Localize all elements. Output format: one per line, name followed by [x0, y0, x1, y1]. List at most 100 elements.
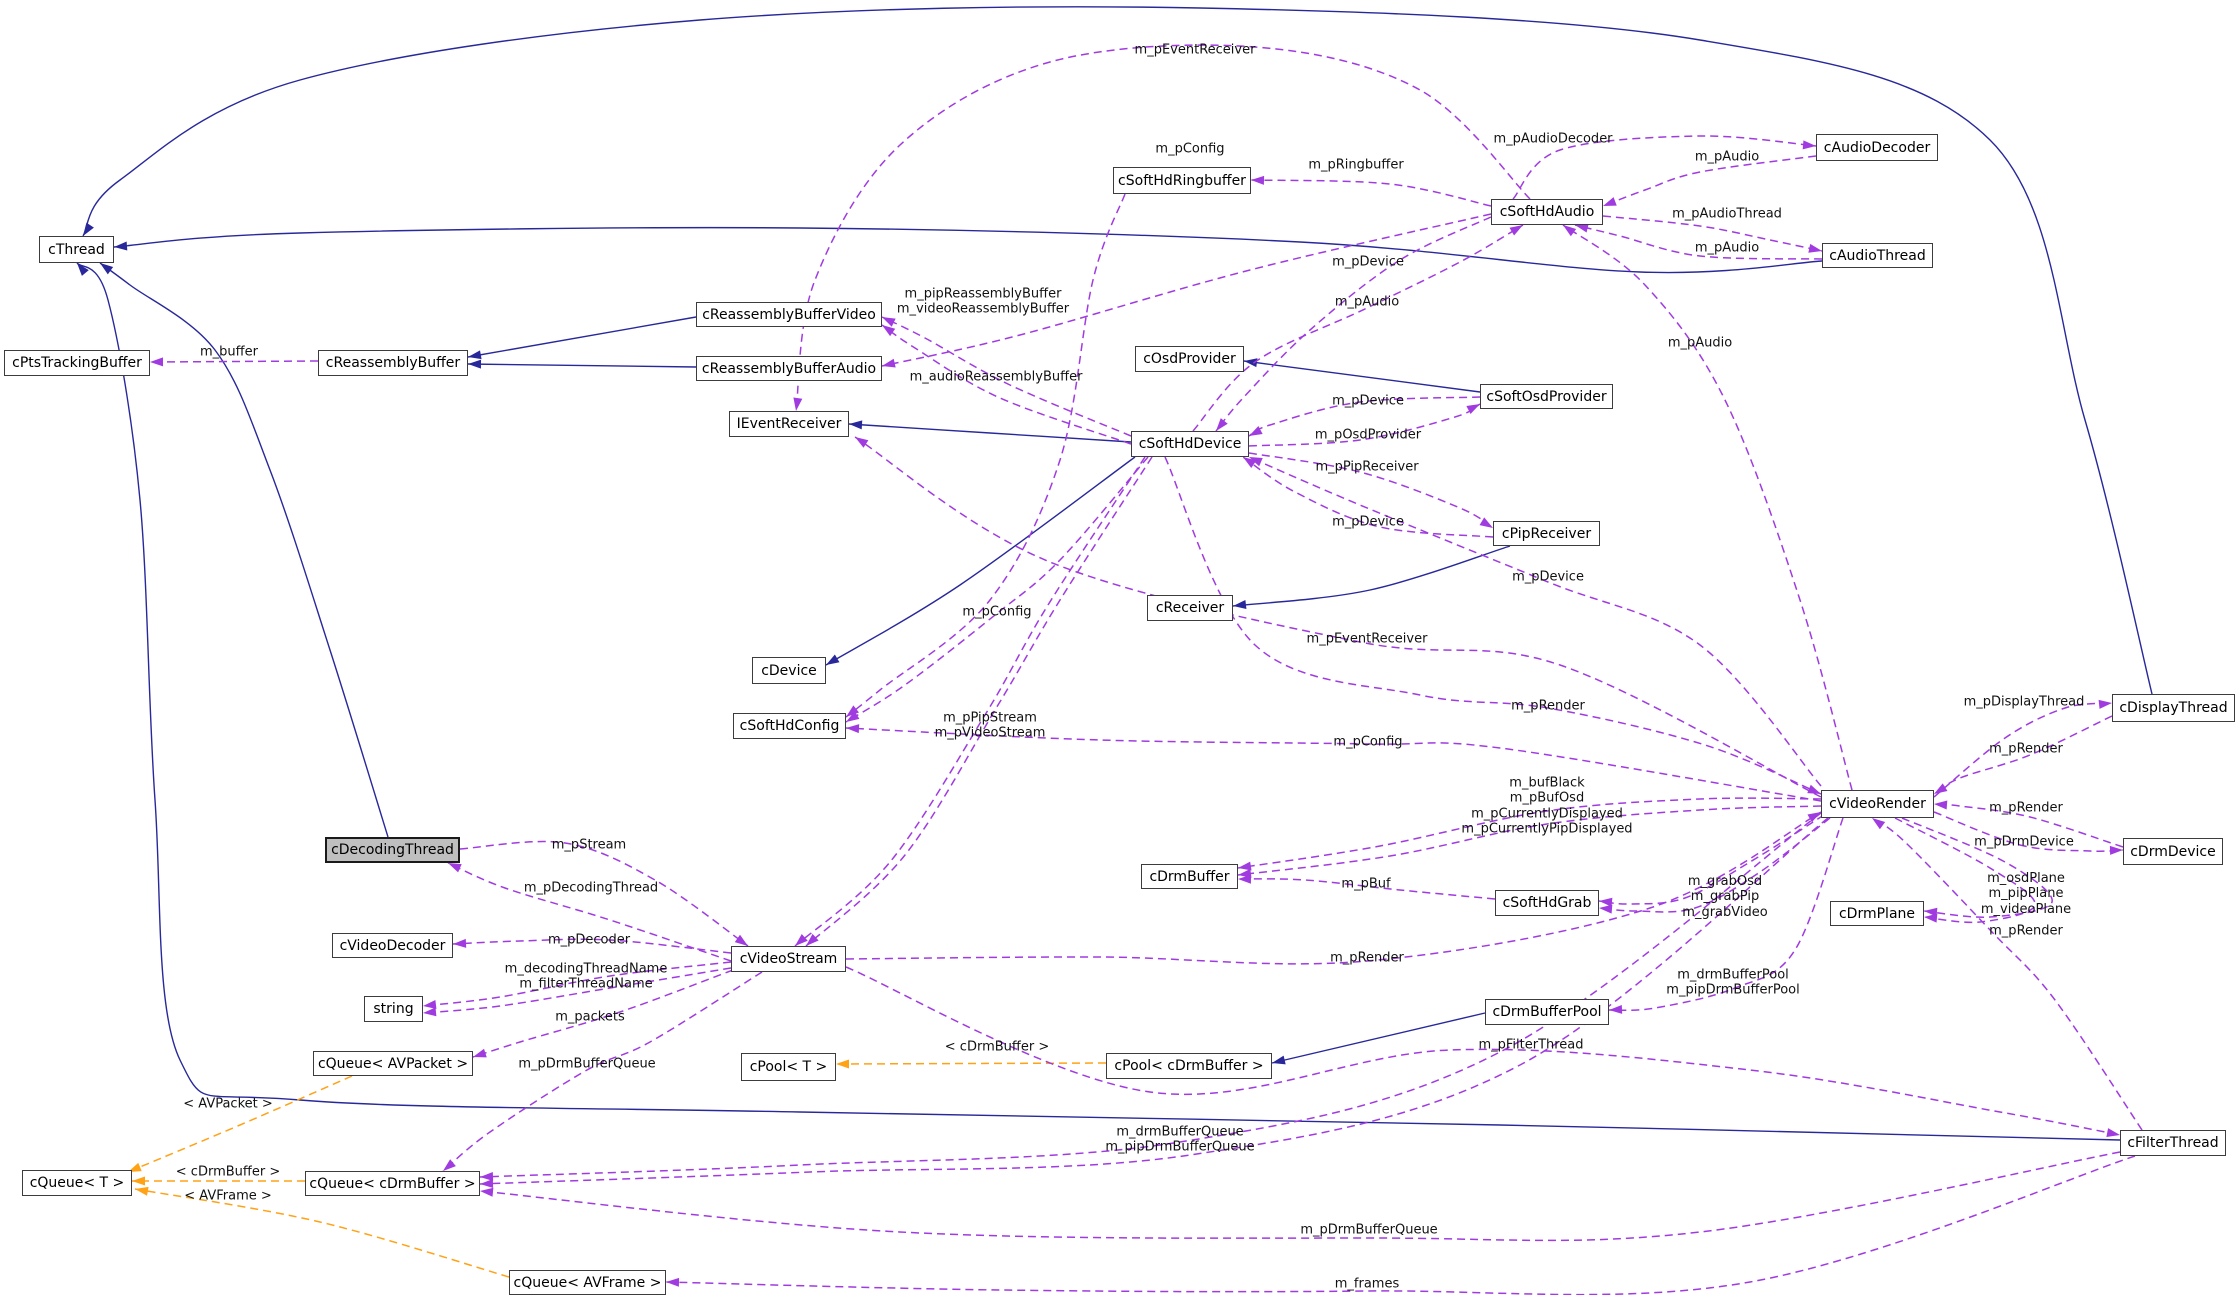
edge-dispt-thread [82, 6, 2153, 695]
class-node-decth[interactable]: cDecodingThread [325, 837, 460, 863]
arrowhead-icon [150, 357, 164, 367]
class-node-pts[interactable]: cPtsTrackingBuffer [4, 350, 150, 376]
arrowhead-icon [1924, 907, 1938, 917]
edge-grab-drmb [1237, 878, 1496, 900]
class-node-poolc[interactable]: cPool< cDrmBuffer > [1106, 1053, 1272, 1079]
arrowhead-icon [1934, 800, 1948, 810]
arrowhead-icon [1609, 1004, 1623, 1014]
arrowhead-icon [1599, 897, 1613, 907]
class-node-str[interactable]: string [364, 996, 423, 1022]
class-node-adec[interactable]: cAudioDecoder [1816, 134, 1938, 161]
class-node-reasm[interactable]: cReassemblyBuffer [318, 350, 468, 376]
class-node-poolt[interactable]: cPool< T > [741, 1053, 836, 1081]
class-node-qt[interactable]: cQueue< T > [22, 1170, 132, 1196]
arrowhead-icon [882, 317, 896, 327]
edge-shd-reasmv [881, 316, 1132, 437]
class-node-aud[interactable]: cSoftHdAudio [1491, 199, 1603, 225]
class-node-shc[interactable]: cSoftHdConfig [733, 713, 846, 739]
edge-qavf-qt [134, 1188, 510, 1278]
arrowhead-icon [826, 654, 840, 665]
class-node-thread[interactable]: cThread [39, 236, 114, 263]
arrowhead-icon [83, 222, 94, 236]
class-node-vdec[interactable]: cVideoDecoder [332, 933, 453, 958]
class-node-filt[interactable]: cFilterThread [2120, 1130, 2226, 1156]
class-node-qdrm[interactable]: cQueue< cDrmBuffer > [305, 1171, 480, 1196]
class-node-reasma[interactable]: cReassemblyBufferAudio [696, 356, 882, 381]
class-node-dev[interactable]: cDevice [752, 657, 826, 684]
edge-shd-ievr [848, 423, 1132, 443]
arrowhead-icon [1238, 861, 1252, 871]
edge-decth-vstr [459, 840, 749, 947]
edge-vrend-drmb [1237, 805, 1822, 876]
arrowhead-icon [1575, 223, 1589, 233]
edge-sosdp-osdp [1243, 360, 1481, 393]
edge-dispt-vrend [1933, 715, 2113, 795]
arrowhead-icon [448, 863, 462, 873]
arrowhead-icon [2106, 1128, 2120, 1137]
arrowhead-icon [734, 934, 748, 946]
edge-sosdp-shd [1248, 396, 1481, 437]
arrowhead-icon [1807, 812, 1821, 823]
class-node-sosdp[interactable]: cSoftOsdProvider [1480, 384, 1613, 409]
edge-poolc-poolt [835, 1062, 1107, 1065]
edge-vrend-drmp [1901, 817, 2053, 918]
edge-vrend-ievr [854, 436, 1822, 798]
class-node-qavp[interactable]: cQueue< AVPacket > [313, 1051, 473, 1076]
edge-vrend-shd [1248, 456, 1822, 787]
class-node-drmd[interactable]: cDrmDevice [2123, 838, 2223, 865]
edge-aud-reasma [881, 213, 1492, 367]
arrowhead-icon [473, 1048, 487, 1058]
class-node-reasmv[interactable]: cReassemblyBufferVideo [696, 302, 882, 327]
class-node-athr[interactable]: cAudioThread [1822, 243, 1933, 268]
class-node-dispt[interactable]: cDisplayThread [2112, 694, 2235, 722]
edge-vrend-aud [1562, 224, 1853, 791]
class-node-drmp[interactable]: cDrmPlane [1830, 901, 1924, 926]
edge-aud-shd [1215, 216, 1492, 432]
arrowhead-icon [1807, 784, 1821, 794]
edge-aud-ring [1250, 179, 1492, 207]
arrowhead-icon [846, 724, 860, 734]
edge-vstr-vdec [452, 938, 732, 954]
arrowhead-icon [132, 1176, 145, 1186]
edge-vstr-decth [447, 862, 732, 962]
arrowhead-icon [453, 938, 467, 948]
class-node-osdp[interactable]: cOsdProvider [1135, 346, 1244, 372]
class-node-vstr[interactable]: cVideoStream [731, 946, 846, 972]
edge-shd-vstr [805, 456, 1153, 947]
edge-vrend-drmp [1894, 817, 2036, 924]
class-node-dpool[interactable]: cDrmBufferPool [1485, 999, 1609, 1025]
arrowhead-icon [855, 437, 869, 448]
arrowhead-icon [128, 1162, 142, 1172]
edge-vstr-str [422, 967, 732, 1014]
class-node-ring[interactable]: cSoftHdRingbuffer [1113, 167, 1251, 194]
arrowhead-icon [77, 263, 89, 276]
class-node-grab[interactable]: cSoftHdGrab [1495, 890, 1599, 916]
arrowhead-icon [806, 933, 819, 946]
class-node-shd[interactable]: cSoftHdDevice [1131, 431, 1249, 457]
arrowhead-icon [423, 1007, 437, 1017]
arrowhead-icon [1251, 175, 1265, 185]
class-node-qavf[interactable]: cQueue< AVFrame > [509, 1270, 666, 1295]
class-node-recv[interactable]: cReceiver [1147, 595, 1233, 621]
edge-shd-shc [845, 456, 1149, 723]
class-node-pipr[interactable]: cPipReceiver [1493, 521, 1600, 546]
edge-qavp-qt [127, 1075, 353, 1173]
edge-vstr-qavp [472, 969, 734, 1058]
arrowhead-icon [1272, 1055, 1286, 1065]
arrowhead-icon [882, 325, 896, 337]
arrowhead-icon [1599, 904, 1613, 914]
arrowhead-icon [1509, 225, 1523, 236]
arrowhead-icon [846, 705, 859, 717]
arrowhead-icon [1466, 404, 1480, 414]
arrowhead-icon [2109, 845, 2123, 855]
edge-vrend-shc [845, 727, 1822, 802]
arrowhead-icon [1563, 225, 1577, 237]
edge-filt-qavf [665, 1155, 2136, 1295]
class-node-drmb[interactable]: cDrmBuffer [1141, 864, 1238, 889]
class-node-vrend[interactable]: cVideoRender [1821, 790, 1934, 818]
arrowhead-icon [1808, 243, 1822, 253]
arrowhead-icon [1872, 818, 1886, 830]
class-node-ievr[interactable]: IEventReceiver [729, 411, 849, 437]
edge-dpool-poolc [1271, 1012, 1486, 1064]
edge-vstr-filt [845, 966, 2121, 1136]
